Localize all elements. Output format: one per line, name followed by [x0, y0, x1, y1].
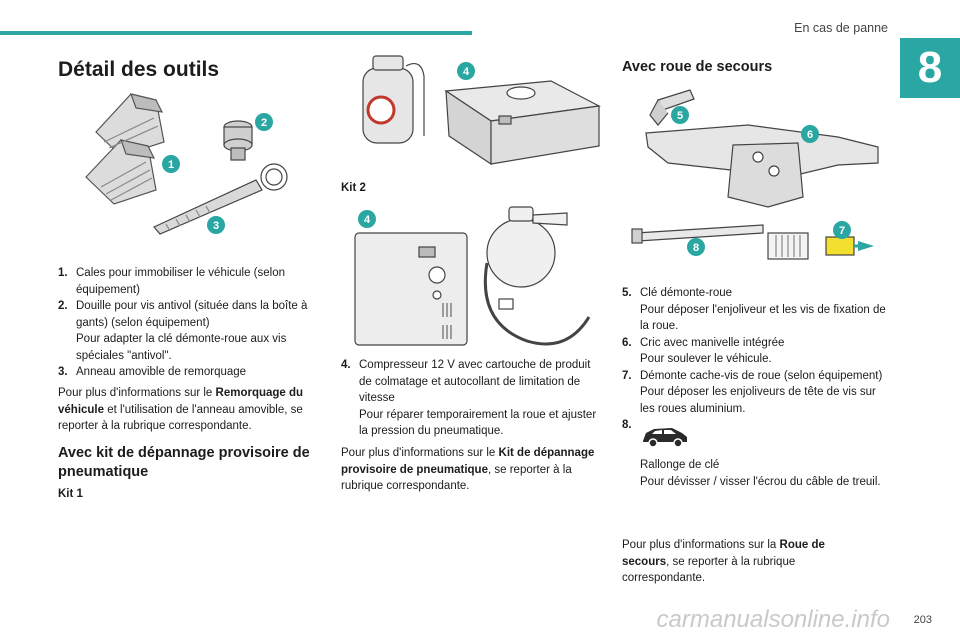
spare-wheel-info-paragraph: Pour plus d'informations sur la Roue de … [622, 539, 825, 584]
wheel-brace-icon [649, 89, 695, 126]
figure-badge-5: 5 [671, 106, 689, 124]
figure-badge-7: 7 [833, 221, 851, 239]
figure-badge-6: 6 [801, 125, 819, 143]
svg-text:8: 8 [693, 242, 699, 254]
chapter-number-badge: 8 [900, 38, 960, 98]
sealant-cartridge-icon [483, 206, 591, 346]
kit-1-illustration: 4 [362, 55, 601, 166]
key-extension-icon [631, 224, 764, 244]
figure-badge-4a: 4 [457, 62, 475, 80]
list-item: 2. Douille pour vis antivol (située dans… [58, 300, 308, 362]
section-heading-spare-wheel: Avec roue de secours [622, 59, 773, 75]
svg-text:6: 6 [807, 129, 813, 141]
wheel-chock-icon [85, 93, 165, 205]
svg-text:3: 3 [213, 220, 219, 232]
list-item: 6. Cric avec manivelle intégrée Pour sou… [622, 336, 785, 366]
kit-2-illustration: 4 [354, 206, 591, 346]
svg-text:4: 4 [463, 66, 470, 78]
vehicle-icon [643, 428, 687, 448]
repair-kit-info-paragraph: Pour plus d'informations sur le Kit de d… [341, 447, 595, 492]
page-title: Détail des outils [58, 58, 220, 81]
svg-text:1: 1 [168, 159, 174, 171]
svg-text:7: 7 [839, 225, 845, 237]
sealant-bottle-icon [362, 55, 425, 144]
tool-list-5-8: 5. Clé démonte-roue Pour déposer l'enjol… [622, 285, 887, 490]
list-item: 1. Cales pour immobiliser le véhicule (s… [58, 267, 286, 296]
towing-info-paragraph: Pour plus d'informations sur le Remorqua… [58, 387, 304, 432]
compressor-icon [444, 80, 601, 166]
svg-text:2: 2 [261, 117, 267, 129]
list-item: 7. Démonte cache-vis de roue (selon équi… [622, 369, 883, 415]
towing-eye-icon [153, 163, 288, 235]
list-item: 8. Rallonge de clé Pour dévisser / visse… [622, 419, 881, 488]
list-item: 5. Clé démonte-roue Pour déposer l'enjol… [622, 287, 886, 332]
svg-text:5: 5 [677, 110, 683, 122]
header-accent-bar [0, 31, 472, 35]
section-heading-repair-kit: Avec kit de dépannage provisoire de pneu… [58, 445, 310, 480]
section-title: En cas de panne [794, 21, 888, 35]
tool-list-1-3: 1. Cales pour immobiliser le véhicule (s… [58, 265, 323, 381]
kit-1-label: Kit 1 [58, 488, 83, 500]
spare-wheel-tools-illustration: 5 6 7 8 [631, 89, 879, 260]
tools-illustration: 1 2 3 [85, 93, 288, 235]
page-number: 203 [913, 614, 932, 626]
svg-text:4: 4 [364, 214, 371, 226]
watermark-text: carmanualsonline.info [656, 606, 890, 633]
figure-badge-2: 2 [255, 113, 273, 131]
figure-badge-3: 3 [207, 216, 225, 234]
list-item: 3. Anneau amovible de remorquage [58, 366, 247, 378]
hubcap-tool-icon [767, 232, 874, 260]
jack-icon [645, 124, 879, 208]
list-item: 4. Compresseur 12 V avec cartouche de pr… [341, 359, 597, 437]
antitheft-socket-icon [223, 120, 253, 161]
figure-badge-8: 8 [687, 238, 705, 256]
compressor-box-icon [354, 232, 468, 346]
figure-badge-4b: 4 [358, 210, 376, 228]
figure-badge-1: 1 [162, 155, 180, 173]
kit-2-label: Kit 2 [341, 182, 366, 194]
tool-list-4: 4. Compresseur 12 V avec cartouche de pr… [341, 357, 606, 440]
